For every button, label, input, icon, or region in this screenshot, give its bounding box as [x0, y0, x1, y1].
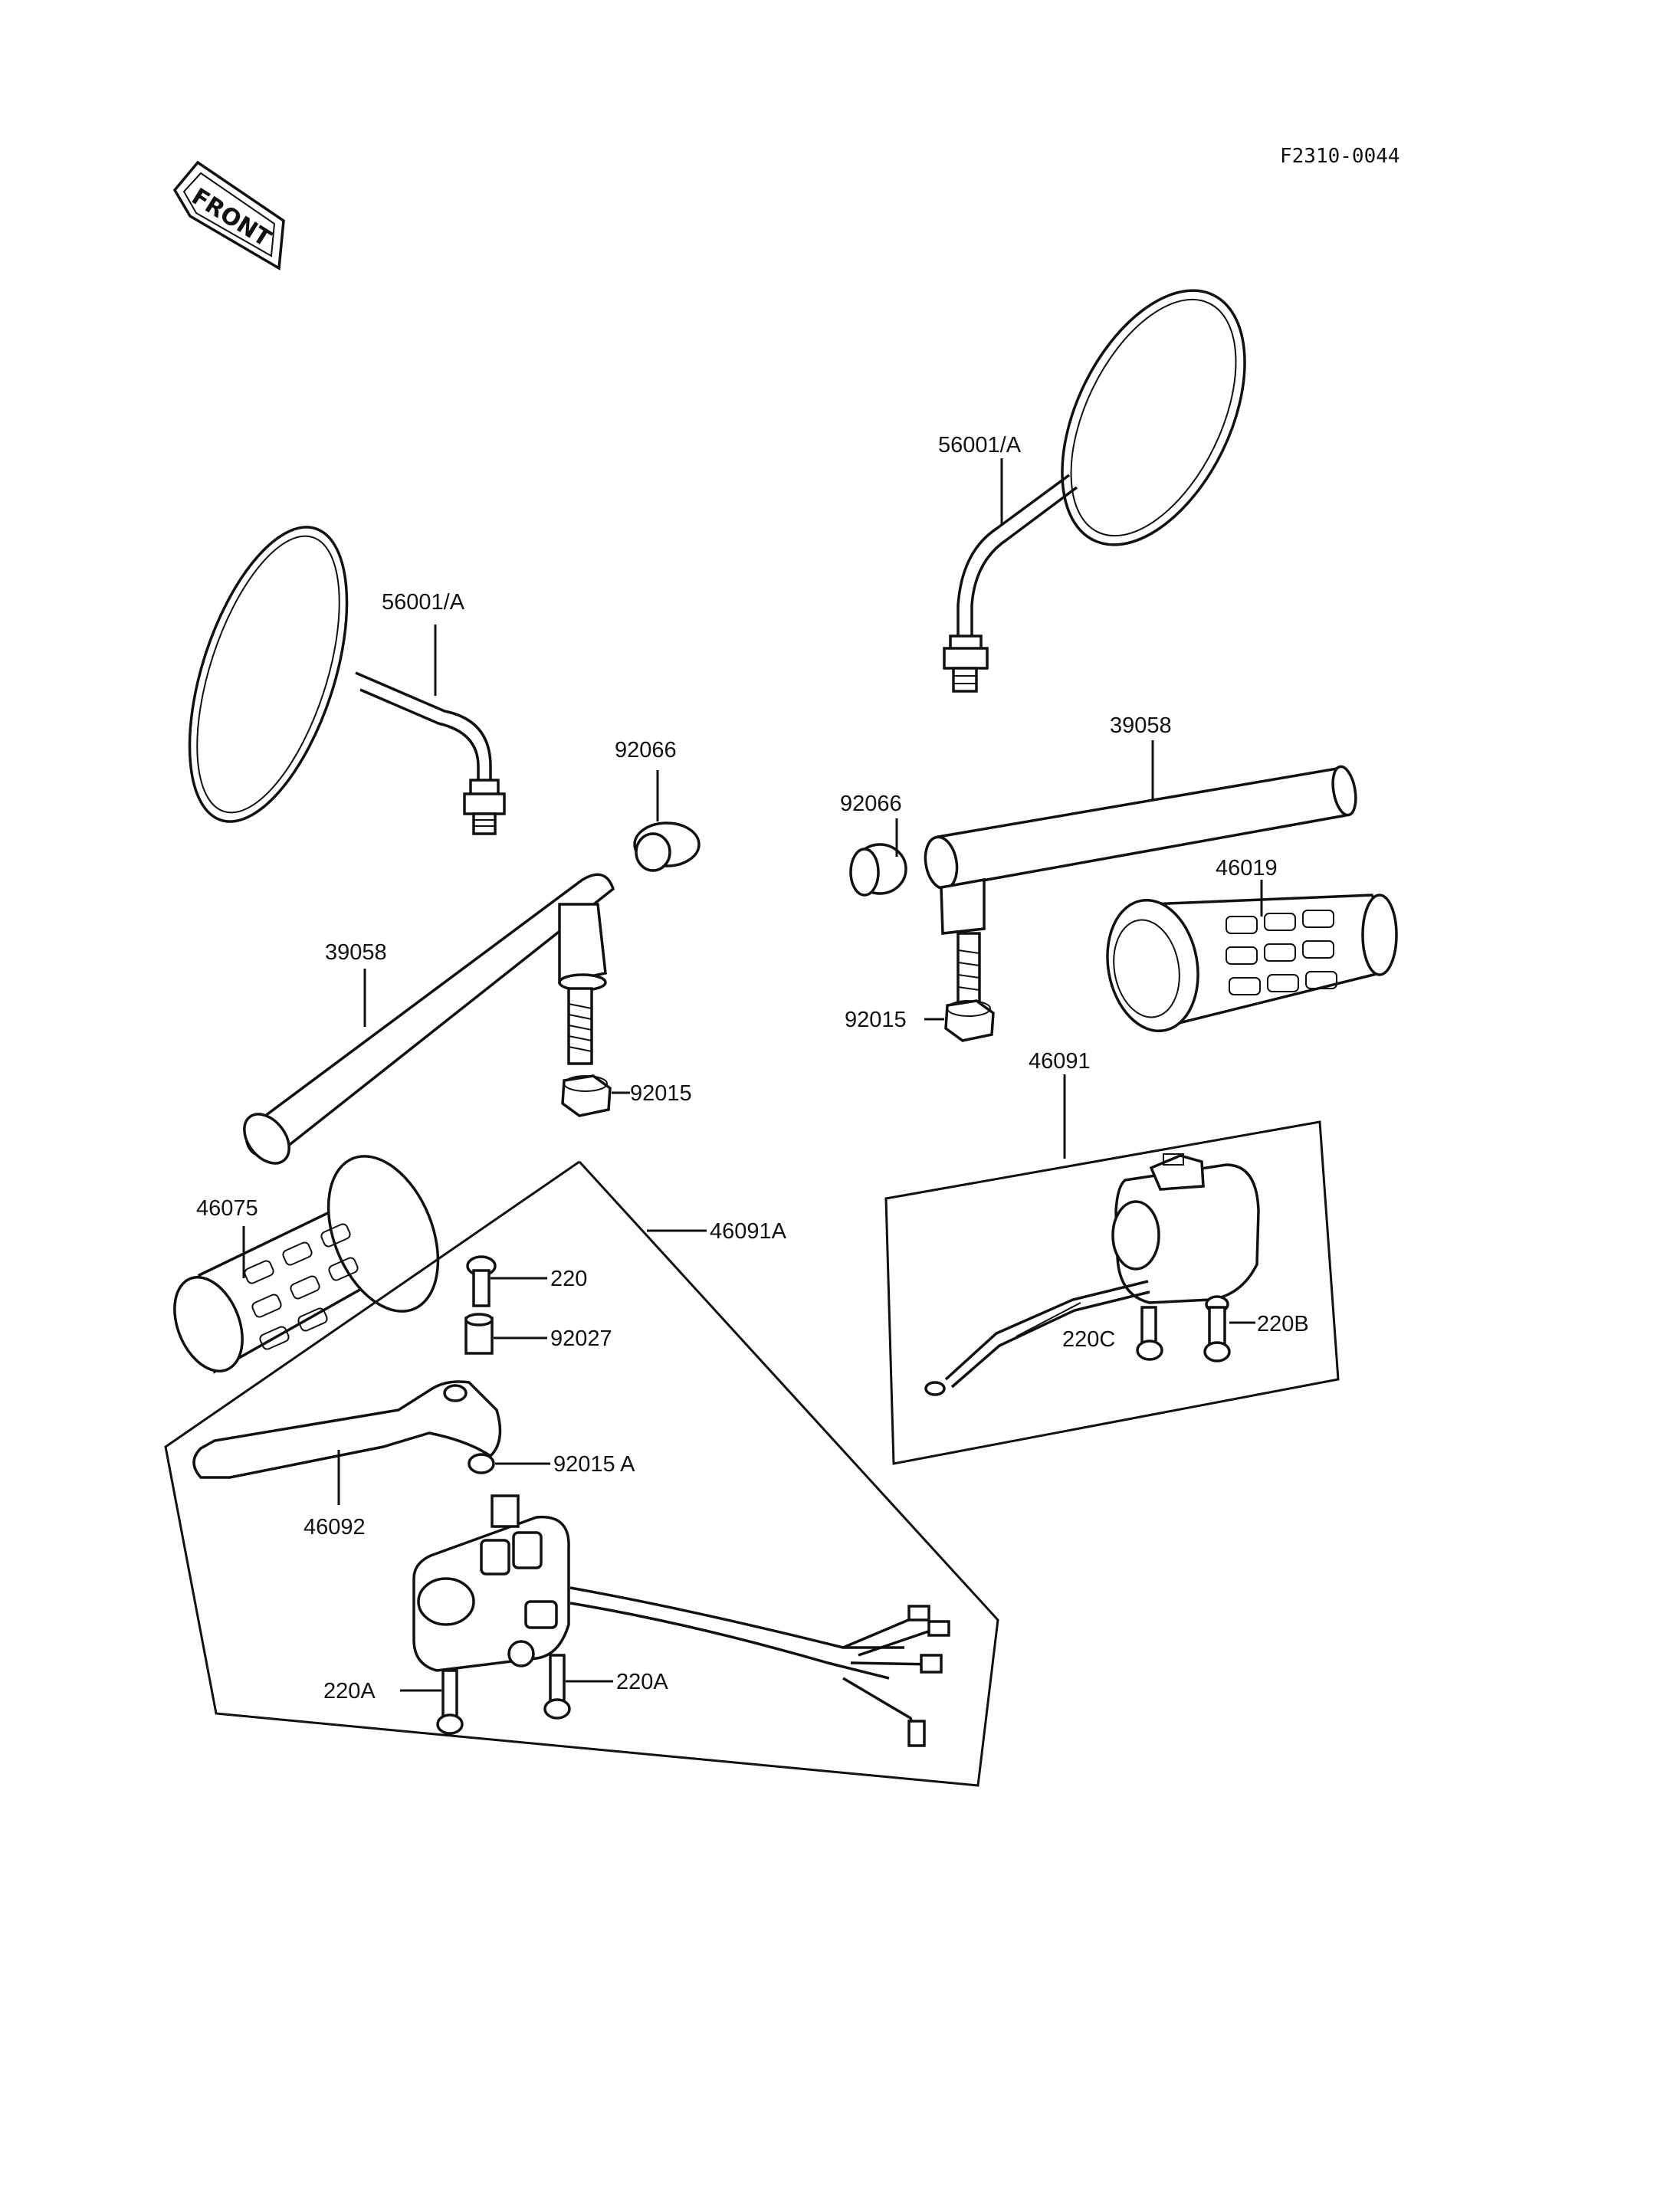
left-mirror: [188, 526, 506, 835]
screw-220c: [1136, 1306, 1163, 1361]
label-nut-left: 92015: [630, 1081, 692, 1106]
label-cap-left: 92066: [615, 738, 677, 762]
screw-220a-left: [436, 1669, 464, 1735]
collar-92027: [464, 1313, 494, 1355]
label-screw-220: 220: [550, 1267, 587, 1291]
label-nut-right: 92015: [845, 1008, 907, 1032]
label-screw-220c: 220C: [1062, 1327, 1115, 1352]
label-screw-220b: 220B: [1257, 1312, 1309, 1336]
screw-220b: [1203, 1295, 1231, 1362]
right-nut: [944, 999, 995, 1042]
left-switch-assembly-outline: [164, 1160, 999, 1787]
label-cap-right: 92066: [840, 792, 902, 816]
screw-220: [466, 1255, 497, 1307]
label-switch-assy-left: 46091A: [710, 1219, 787, 1244]
label-switch-assy-right: 46091: [1029, 1049, 1091, 1074]
label-grip-left: 46075: [196, 1196, 258, 1221]
label-nut-a: 92015 A: [553, 1452, 635, 1477]
left-cap: [633, 821, 701, 872]
left-nut: [561, 1074, 612, 1117]
label-mirror-left: 56001/A: [382, 590, 465, 615]
label-screw-220a-right: 220A: [616, 1670, 668, 1694]
label-bar-left: 39058: [325, 940, 387, 965]
label-mirror-right: 56001/A: [938, 433, 1022, 457]
left-handlebar: [243, 873, 615, 1165]
nut-92015a: [468, 1453, 495, 1474]
left-switch-housing: [412, 1494, 950, 1747]
label-bar-right: 39058: [1110, 713, 1172, 738]
right-switch-assembly-outline: [884, 1120, 1340, 1465]
screw-220a-right: [543, 1654, 571, 1720]
label-lever: 46092: [304, 1515, 366, 1540]
figure-code: F2310-0044: [1280, 145, 1400, 168]
right-grip: [1106, 894, 1398, 1033]
label-grip-right: 46019: [1216, 856, 1278, 880]
label-collar: 92027: [550, 1326, 612, 1351]
right-mirror: [943, 289, 1246, 693]
front-arrow-icon: FRONT: [172, 160, 285, 271]
label-screw-220a-left: 220A: [323, 1679, 376, 1703]
right-cap: [849, 843, 907, 897]
right-switch-housing: [924, 1153, 1260, 1396]
right-handlebar: [924, 765, 1357, 1005]
left-grip: [173, 1155, 440, 1374]
